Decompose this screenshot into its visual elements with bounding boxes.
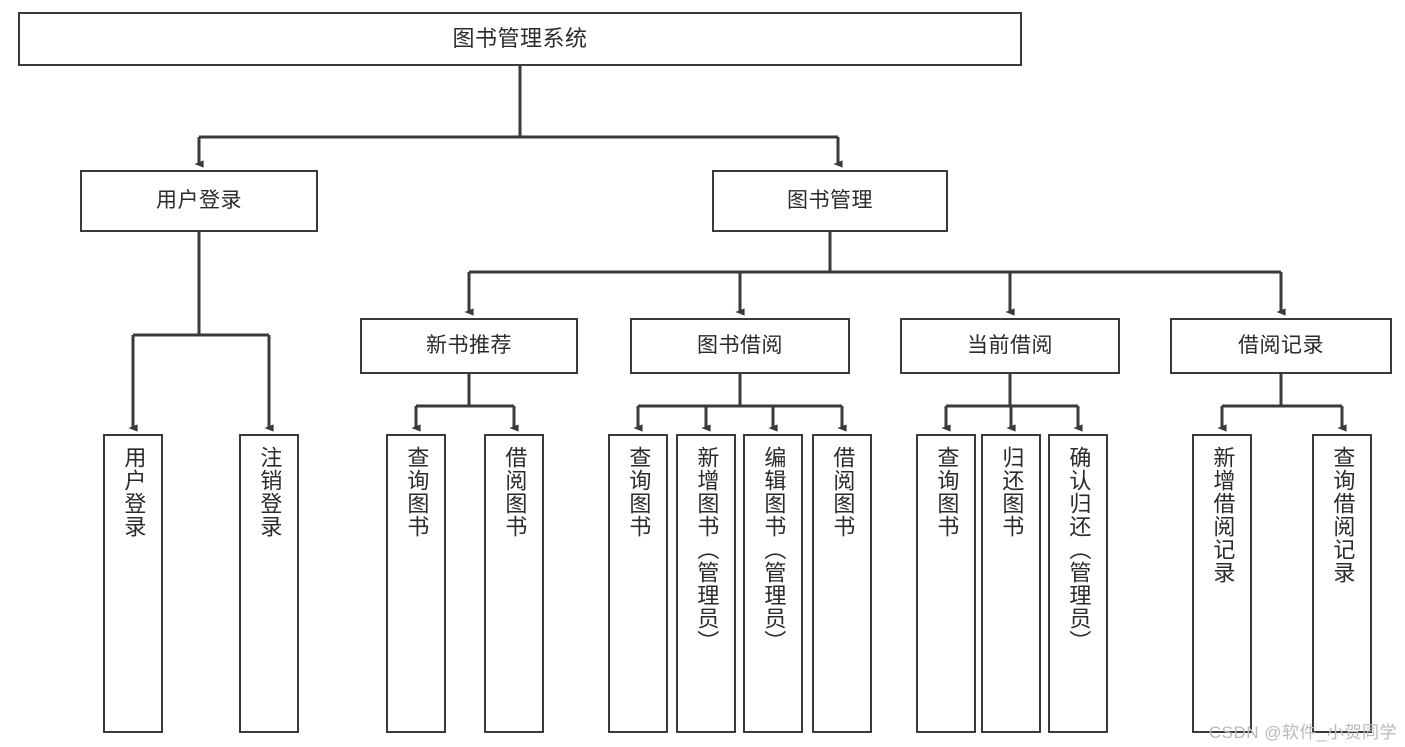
leaf-edit-book-admin[interactable]: 编辑图书（管理员） — [743, 434, 803, 733]
leaf-logout[interactable]: 注销登录 — [239, 434, 299, 733]
node-book-management[interactable]: 图书管理 — [712, 170, 948, 232]
node-label: 查询图书 — [404, 446, 430, 538]
node-label: 查询借阅记录 — [1330, 446, 1356, 584]
node-label: 借阅图书 — [502, 446, 528, 538]
leaf-query-borrow-record[interactable]: 查询借阅记录 — [1312, 434, 1372, 733]
node-label: 归还图书 — [999, 446, 1025, 538]
node-label: 编辑图书（管理员） — [761, 446, 787, 653]
node-label: 借阅记录 — [1238, 333, 1324, 357]
leaf-add-book-admin[interactable]: 新增图书（管理员） — [676, 434, 736, 733]
leaf-query-book-current[interactable]: 查询图书 — [916, 434, 976, 733]
node-label: 确认归还（管理员） — [1066, 446, 1092, 653]
node-current-borrow[interactable]: 当前借阅 — [900, 318, 1120, 374]
node-label: 图书管理 — [787, 188, 873, 212]
leaf-user-login[interactable]: 用户登录 — [103, 434, 163, 733]
node-label: 注销登录 — [257, 446, 283, 538]
node-label: 图书管理系统 — [452, 26, 588, 52]
leaf-return-book[interactable]: 归还图书 — [981, 434, 1041, 733]
node-label: 新增借阅记录 — [1210, 446, 1236, 584]
node-label: 新增图书（管理员） — [694, 446, 720, 653]
node-user-login[interactable]: 用户登录 — [80, 170, 318, 232]
node-label: 用户登录 — [156, 188, 242, 212]
watermark-text: CSDN @软件_小贺同学 — [1208, 723, 1397, 742]
node-label: 新书推荐 — [426, 333, 512, 357]
leaf-query-book-borrow[interactable]: 查询图书 — [608, 434, 668, 733]
node-label: 图书借阅 — [697, 333, 783, 357]
leaf-query-book-recommend[interactable]: 查询图书 — [386, 434, 446, 733]
leaf-add-borrow-record[interactable]: 新增借阅记录 — [1192, 434, 1252, 733]
node-label: 查询图书 — [934, 446, 960, 538]
node-root-system[interactable]: 图书管理系统 — [18, 12, 1022, 66]
node-new-book-recommend[interactable]: 新书推荐 — [360, 318, 578, 374]
node-label: 用户登录 — [121, 446, 147, 538]
node-label: 查询图书 — [626, 446, 652, 538]
leaf-confirm-return-admin[interactable]: 确认归还（管理员） — [1048, 434, 1108, 733]
node-borrow-records[interactable]: 借阅记录 — [1170, 318, 1392, 374]
node-label: 借阅图书 — [830, 446, 856, 538]
node-book-borrow[interactable]: 图书借阅 — [630, 318, 850, 374]
node-label: 当前借阅 — [967, 333, 1053, 357]
leaf-borrow-book-recommend[interactable]: 借阅图书 — [484, 434, 544, 733]
leaf-borrow-book[interactable]: 借阅图书 — [812, 434, 872, 733]
